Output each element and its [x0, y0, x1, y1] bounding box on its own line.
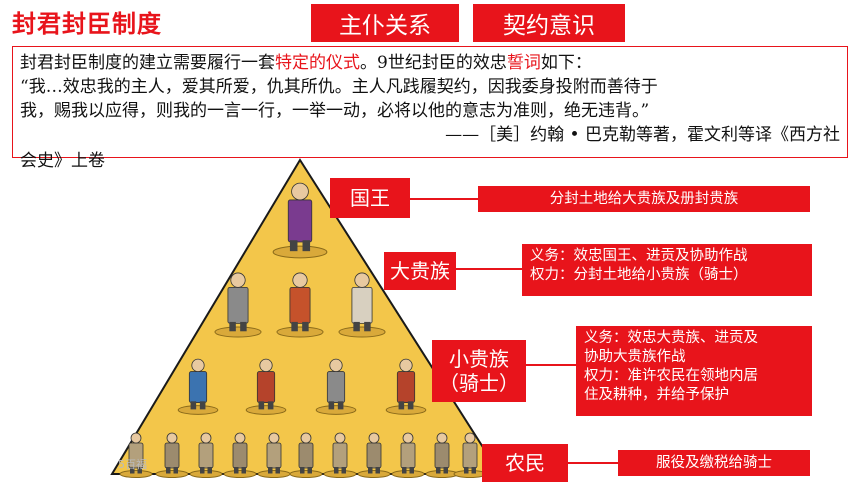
level-label-king: 国王 — [330, 178, 410, 218]
knight-figure — [315, 358, 357, 415]
quote-line: 我，赐我以应得，则我的一言一行，一举一动，必将以他的意志为准则，绝无违背。” — [20, 101, 650, 121]
level-desc-peasants: 服役及缴税给骑士 — [618, 450, 810, 476]
level-label-knights-2: （骑士） — [439, 371, 519, 395]
level-desc-nobles: 义务：效忠国王、进贡及协助作战 权力：分封土地给小贵族（骑士） — [522, 244, 812, 296]
quote-citation: ——［美］约翰 • 巴克勒等著，霍文利等译《西方社 — [445, 125, 840, 145]
quote-line: “我…效忠我的主人，爱其所爱，仇其所仇。主人凡践履契约，因我委身投附而善待于 — [20, 77, 658, 97]
level-desc-knights: 义务：效忠大贵族、进贡及 协助大贵族作战 权力：准许农民在领地内居 住及耕种，并… — [576, 326, 812, 416]
quote-box — [12, 46, 848, 158]
desc-line: 义务：效忠大贵族、进贡及 — [584, 330, 758, 346]
connector-knights — [526, 364, 578, 366]
tag-master-servant: 主仆关系 — [311, 4, 459, 42]
peasant-figure — [323, 432, 357, 478]
desc-line: 权力：准许农民在领地内居 — [584, 368, 758, 384]
peasant-figure — [189, 432, 223, 478]
connector-peasants — [568, 462, 620, 464]
king-figure — [272, 182, 328, 259]
noble-figure — [276, 272, 324, 338]
peasant-figure — [119, 432, 153, 478]
knight-figure — [177, 358, 219, 415]
quote-intro-text: 封君封臣制度的建立需要履行一套 — [20, 53, 275, 73]
level-label-nobles: 大贵族 — [384, 252, 456, 290]
peasant-figure — [223, 432, 257, 478]
level-label-knights: 小贵族 （骑士） — [432, 340, 526, 402]
pyramid-figures — [119, 182, 487, 478]
level-label-knights-1: 小贵族 — [449, 347, 509, 371]
desc-line: 服役及缴税给骑士 — [656, 455, 772, 471]
connector-nobles — [455, 268, 523, 270]
peasant-figure — [453, 432, 487, 478]
peasant-figure — [391, 432, 425, 478]
quote-intro: 封君封臣制度的建立需要履行一套特定的仪式。9世纪封臣的效忠誓词如下： — [20, 52, 592, 74]
page-title: 封君封臣制度 — [12, 10, 162, 38]
desc-line: 义务：效忠国王、进贡及协助作战 — [530, 248, 748, 264]
peasant-figure — [257, 432, 291, 478]
level-label-peasants: 农民 — [482, 444, 568, 482]
quote-citation-end: 会史》上卷 — [20, 151, 105, 171]
peasant-figure — [289, 432, 323, 478]
connector-king — [410, 198, 480, 200]
watermark: 5百福 — [118, 458, 147, 471]
highlight-ritual: 特定的仪式 — [275, 53, 360, 73]
quote-intro-text: 。9世纪封臣的效忠 — [360, 53, 507, 73]
quote-intro-text: 如下： — [540, 53, 592, 73]
desc-line: 权力：分封土地给小贵族（骑士） — [530, 267, 748, 283]
tag-contract-awareness: 契约意识 — [473, 4, 625, 42]
desc-line: 协助大贵族作战 — [584, 349, 686, 365]
noble-figure — [338, 272, 386, 338]
peasant-figure — [357, 432, 391, 478]
peasant-figure — [155, 432, 189, 478]
peasant-figure — [425, 432, 459, 478]
level-desc-king: 分封土地给大贵族及册封贵族 — [478, 186, 810, 212]
desc-line: 分封土地给大贵族及册封贵族 — [549, 191, 739, 207]
knight-figure — [385, 358, 427, 415]
knight-figure — [245, 358, 287, 415]
noble-figure — [214, 272, 262, 338]
desc-line: 住及耕种，并给予保护 — [584, 387, 729, 403]
highlight-oath: 誓词 — [506, 53, 541, 73]
